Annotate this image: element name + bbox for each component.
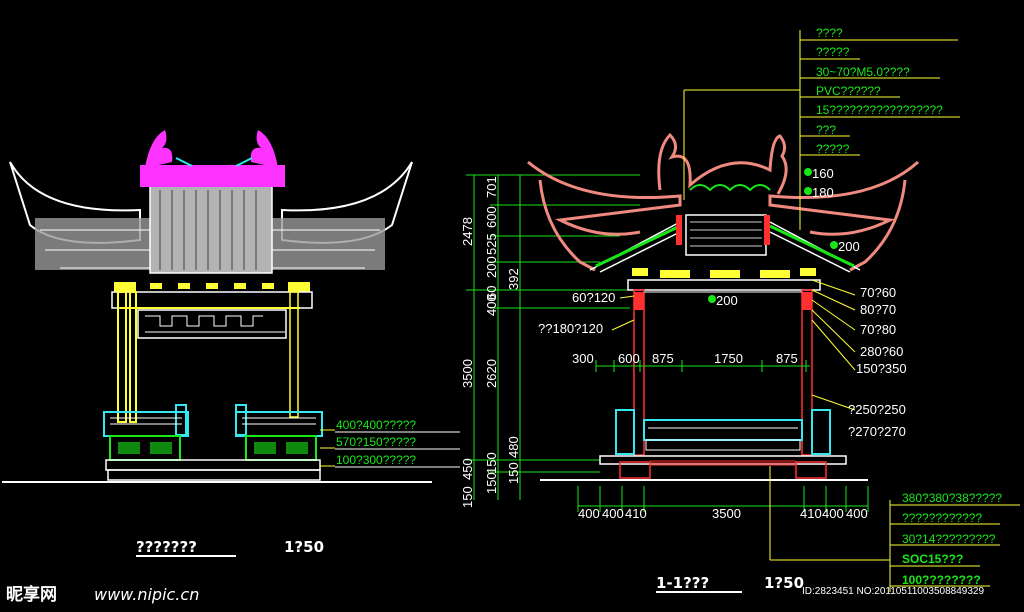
center-dimensions: 2478 701 600 525 200 392 400 60 3500 262… (460, 174, 640, 508)
right-top-label-3: PVC?????? (816, 84, 881, 98)
h-dim-1750: 1750 (714, 351, 743, 366)
watermark: 昵享网 www.nipic.cn (6, 584, 199, 605)
dim-480: 480 (506, 436, 521, 458)
right-small-label-160: 160 (812, 166, 834, 181)
dim-2620: 2620 (484, 359, 499, 388)
dim-2478: 2478 (460, 217, 475, 246)
left-lattice (137, 309, 287, 339)
right-side-label-4: 150?350 (856, 361, 907, 376)
dim-150-a: 150 (484, 452, 499, 474)
right-top-label-1: ????? (816, 45, 850, 59)
right-side-label-3: 280?60 (860, 344, 903, 359)
h-dim-875-b: 875 (776, 351, 798, 366)
bottom-right-label-0: 380?380?38????? (902, 491, 1002, 505)
right-top-label-6: ????? (816, 142, 850, 156)
right-side-label-0: 70?60 (860, 285, 896, 300)
right-top-label-4: 15????????????????? (816, 103, 943, 117)
left-label-0: 400?400????? (336, 418, 416, 432)
right-railing (615, 409, 831, 455)
left-label-1: 570?150????? (336, 435, 416, 449)
b-dim-3500: 3500 (712, 506, 741, 521)
left-title: ??????? (136, 538, 197, 556)
b-dim-400-a: 400 (578, 506, 600, 521)
b-dim-410-b: 410 (800, 506, 822, 521)
dim-392: 392 (506, 268, 521, 290)
watermark-brand: 昵享网 (6, 584, 57, 605)
dim-150-c: 150 (484, 472, 499, 494)
b-dim-400-d: 400 (846, 506, 868, 521)
right-side-label-6: ?270?270 (848, 424, 906, 439)
right-top-label-0: ???? (816, 26, 843, 40)
left-side-label-0: 60?120 (572, 290, 615, 305)
dim-150-b: 150 (506, 462, 521, 484)
right-ridge-outline (657, 132, 788, 195)
b-dim-410-a: 410 (625, 506, 647, 521)
right-columns (633, 289, 813, 456)
left-ridge-ornament-left (145, 130, 173, 168)
dim-525: 525 (484, 233, 499, 255)
right-side-label-5: ?250?250 (848, 402, 906, 417)
watermark-url: www.nipic.cn (94, 585, 199, 604)
left-ridge-ornament-right (250, 130, 278, 168)
dim-150-d: 150 (460, 486, 475, 508)
left-railing (103, 404, 323, 461)
dim-600: 600 (484, 206, 499, 228)
right-top-label-2: 30~70?M5.0???? (816, 65, 910, 79)
right-small-label-200-a: 200 (838, 239, 860, 254)
right-roof-outline (527, 160, 920, 236)
bottom-right-label-2: 30?14????????? (902, 532, 996, 546)
image-id: ID:2823451 NO:20110511003508849329 (802, 586, 984, 597)
h-dim-875-a: 875 (652, 351, 674, 366)
right-section: ???? ????? 30~70?M5.0???? PVC?????? 15??… (527, 26, 1020, 593)
right-side-label-1: 80?70 (860, 302, 896, 317)
left-columns (117, 291, 300, 423)
dim-450: 450 (460, 458, 475, 480)
left-label-2: 100?300????? (336, 453, 416, 467)
bottom-right-label-3: SOC15??? (902, 552, 963, 566)
right-scale: 1?50 (764, 574, 804, 592)
dim-60: 60 (484, 286, 499, 300)
h-dim-300: 300 (572, 351, 594, 366)
right-small-label-200-b: 200 (716, 293, 738, 308)
b-dim-400-c: 400 (822, 506, 844, 521)
right-small-label-180: 180 (812, 185, 834, 200)
h-dim-600: 600 (618, 351, 640, 366)
right-title: 1-1??? (656, 574, 709, 592)
dim-200: 200 (484, 256, 499, 278)
dim-701: 701 (484, 176, 499, 198)
left-ridge (140, 165, 285, 187)
right-side-label-2: 70?80 (860, 322, 896, 337)
b-dim-400-b: 400 (602, 506, 624, 521)
bottom-right-label-4: 100???????? (902, 573, 981, 587)
left-gable (149, 184, 273, 274)
left-elevation: 400?400????? 570?150????? 100?300????? ?… (2, 130, 460, 557)
bottom-right-label-1: ???????????? (902, 511, 982, 525)
left-side-label-1: ??180?120 (538, 321, 603, 336)
left-scale: 1?50 (284, 538, 324, 556)
right-top-label-5: ??? (816, 123, 836, 137)
dim-3500: 3500 (460, 359, 475, 388)
dim-400: 400 (484, 294, 499, 316)
